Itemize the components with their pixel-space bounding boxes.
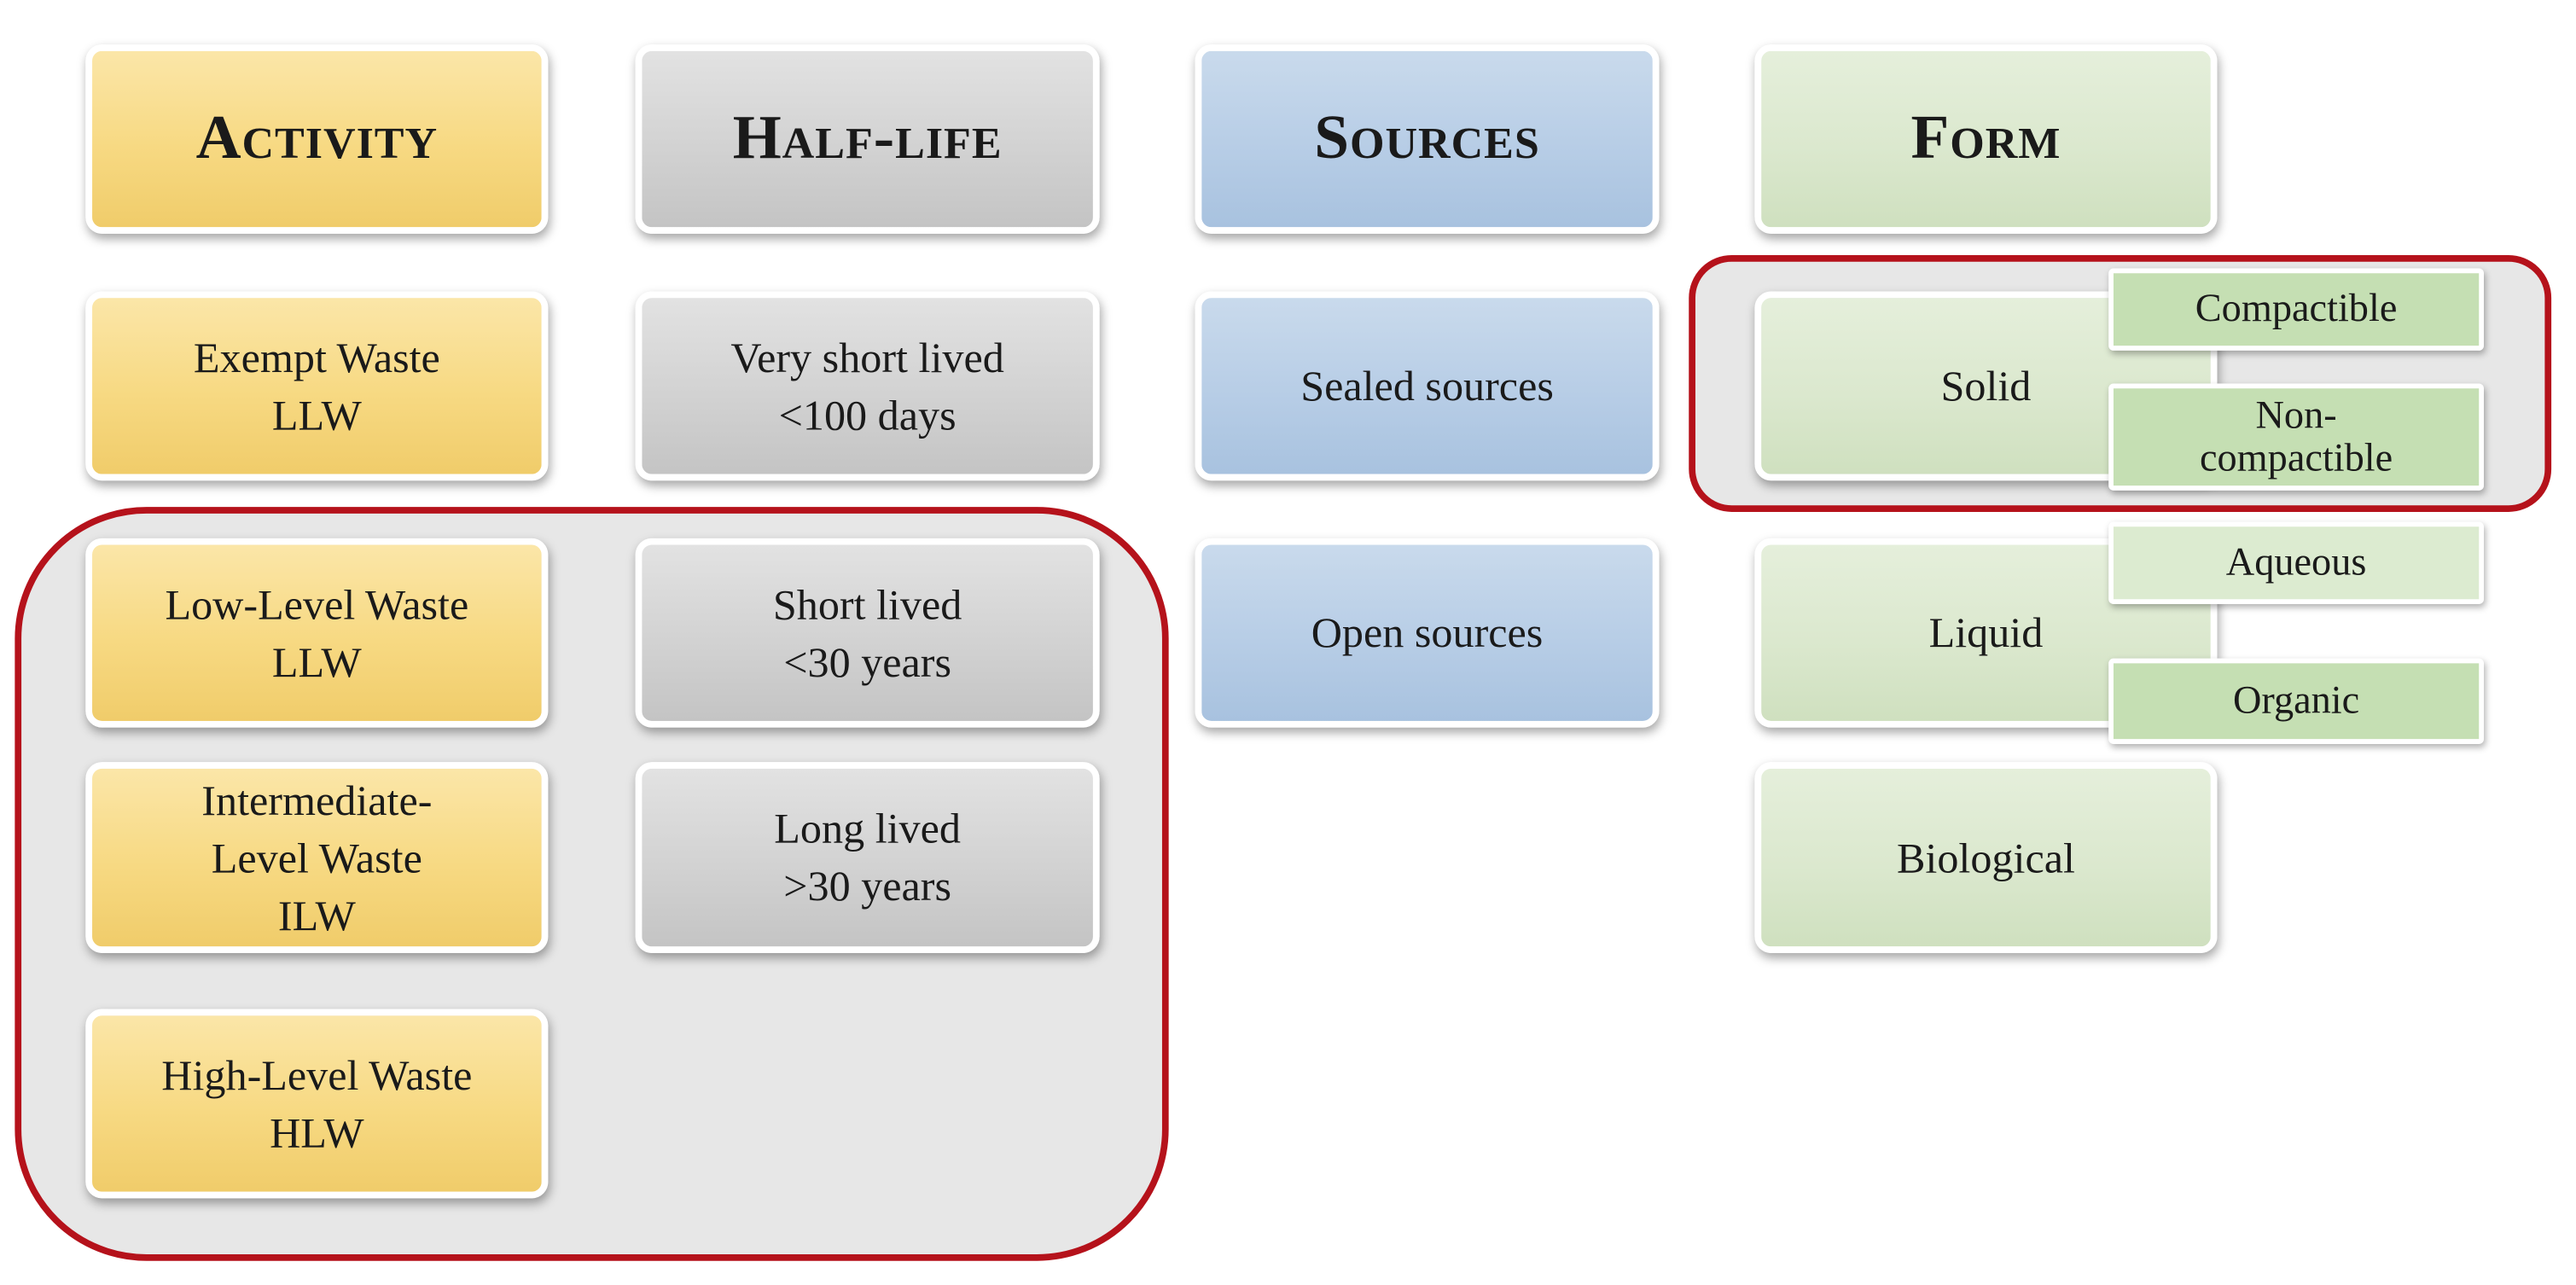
header-half-life: Half-life [635,44,1100,234]
sources-open: Open sources [1195,538,1660,728]
half-life-short-lived: Short lived <30 years [635,538,1100,728]
half-life-long-lived: Long lived >30 years [635,762,1100,953]
activity-exempt-waste: Exempt Waste LLW [85,291,549,481]
form-liquid-aqueous: Aqueous [2108,521,2485,604]
form-biological: Biological [1754,762,2218,953]
form-liquid-organic: Organic [2108,658,2485,744]
form-solid-non-compactible: Non- compactible [2108,383,2485,491]
activity-low-level-waste: Low-Level Waste LLW [85,538,549,728]
activity-high-level-waste: High-Level Waste HLW [85,1009,549,1199]
form-solid-compactible: Compactible [2108,268,2485,351]
sources-sealed: Sealed sources [1195,291,1660,481]
header-activity: Activity [85,44,549,234]
header-sources: Sources [1195,44,1660,234]
header-form: Form [1754,44,2218,234]
half-life-very-short-lived: Very short lived <100 days [635,291,1100,481]
activity-intermediate-level-waste: Intermediate- Level Waste ILW [85,762,549,953]
